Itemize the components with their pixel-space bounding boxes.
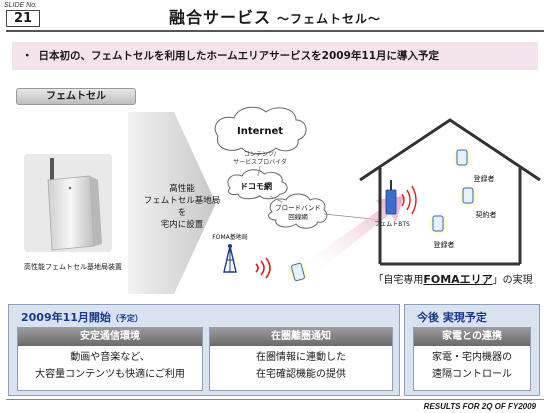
broadband-cloud xyxy=(268,193,328,229)
bts-signal-waves-icon xyxy=(401,185,417,215)
presence-notify-title: 在圏離圏通知 xyxy=(210,328,392,346)
presence-notify-line-1: 在圏情報に連動した xyxy=(256,352,346,363)
registered-label-2: 登録者 xyxy=(434,240,455,249)
footer-divider xyxy=(6,399,544,400)
foma-station-label: FOMA基地局 xyxy=(212,233,247,241)
contract-label: 契約者 xyxy=(476,210,497,219)
house-caption-post: 」の実現 xyxy=(492,275,533,286)
presence-notify-card: 在圏離圏通知 在圏情報に連動した 在宅確認機能の提供 xyxy=(209,327,393,391)
arrow-line-3: 宅内に設置 xyxy=(160,220,204,230)
page-title: 融合サービス ～フェムトセル～ xyxy=(0,4,550,28)
title-divider xyxy=(6,30,544,32)
launch-heading-text: 2009年11月開始 xyxy=(21,311,111,324)
registered-phone-2 xyxy=(426,212,450,236)
broadband-label-2: 回線網 xyxy=(288,212,308,221)
stable-comm-body: 動画や音楽など、 大容量コンテンツも快適にご利用 xyxy=(18,346,202,383)
femto-bts-label: フェムトBTS xyxy=(374,221,410,228)
house-caption: 「自宅専用FOMAエリア」の実現 xyxy=(368,271,538,287)
house-outline xyxy=(359,118,541,266)
future-heading: 今後 実現予定 xyxy=(417,311,487,324)
internet-label: Internet xyxy=(237,126,283,137)
femto-bts-icon xyxy=(385,180,397,215)
launch-heading: 2009年11月開始（予定） xyxy=(9,305,399,325)
contract-phone xyxy=(456,184,480,208)
stable-comm-line-1: 動画や音楽など、 xyxy=(70,352,150,363)
appliance-title: 家電との連携 xyxy=(414,328,530,346)
network-diagram: Internet コンテンツ/ サービスプロバイダ ドコモ網 ブロードバンド 回… xyxy=(212,106,541,284)
presence-notify-body: 在圏情報に連動した 在宅確認機能の提供 xyxy=(210,346,392,383)
headline-banner: ・日本初の、フェムトセルを利用したホームエリアサービスを2009年11月に導入予… xyxy=(12,42,538,70)
device-caption: 高性能フェムトセル基地局装置 xyxy=(24,263,122,271)
appliance-line-1: 家電・宅内機器の xyxy=(432,352,512,363)
title-main: 融合サービス xyxy=(168,8,271,27)
provider-label-2: サービスプロバイダ xyxy=(233,158,287,166)
house-caption-foma: FOMAエリア xyxy=(423,273,493,286)
coverage-arrow xyxy=(300,196,404,276)
slide-label: SLIDE No. xyxy=(4,2,38,9)
title-subtitle: ～フェムトセル～ xyxy=(277,12,382,26)
house-caption-pre: 「自宅専用 xyxy=(373,275,424,286)
femtocell-tab: フェムトセル xyxy=(16,88,136,105)
install-arrow-text: 高性能 フェムトセル基地局を 宅内に設置 xyxy=(142,183,222,231)
banner-bullet: ・ xyxy=(22,50,33,62)
presence-notify-line-2: 在宅確認機能の提供 xyxy=(256,369,346,380)
docomo-label: ドコモ網 xyxy=(240,181,272,191)
launch-heading-note: （予定） xyxy=(110,314,143,323)
arrow-line-1: 高性能 xyxy=(169,184,195,194)
slide-number: 21 xyxy=(6,10,40,27)
registered-phone-1 xyxy=(450,146,474,170)
internet-cloud xyxy=(214,106,307,155)
launch-panel: 2009年11月開始（予定） 安定通信環境 動画や音楽など、 大容量コンテンツも… xyxy=(8,304,400,396)
signal-waves-icon xyxy=(255,257,271,279)
registered-label-1: 登録者 xyxy=(474,174,495,183)
install-arrow xyxy=(128,112,216,294)
femtocell-device-image xyxy=(24,154,112,252)
appliance-body: 家電・宅内機器の 遠隔コントロール xyxy=(414,346,530,383)
footer-text: RESULTS FOR 2Q OF FY2009 xyxy=(423,402,536,411)
stable-comm-line-2: 大容量コンテンツも快適にご利用 xyxy=(35,369,185,380)
stable-comm-card: 安定通信環境 動画や音楽など、 大容量コンテンツも快適にご利用 xyxy=(17,327,203,391)
future-panel: 今後 実現予定 家電との連携 家電・宅内機器の 遠隔コントロール xyxy=(404,304,540,396)
appliance-card: 家電との連携 家電・宅内機器の 遠隔コントロール xyxy=(413,327,531,391)
stable-comm-title: 安定通信環境 xyxy=(18,328,202,346)
banner-text: 日本初の、フェムトセルを利用したホームエリアサービスを2009年11月に導入予定 xyxy=(38,50,440,62)
broadband-label-1: ブロードバンド xyxy=(275,203,321,212)
arrow-line-2: フェムトセル基地局を xyxy=(143,196,221,218)
appliance-line-2: 遠隔コントロール xyxy=(432,369,512,380)
docomo-cloud xyxy=(227,169,288,200)
foma-tower-icon xyxy=(223,244,237,273)
provider-label-1: コンテンツ/ xyxy=(244,151,277,158)
